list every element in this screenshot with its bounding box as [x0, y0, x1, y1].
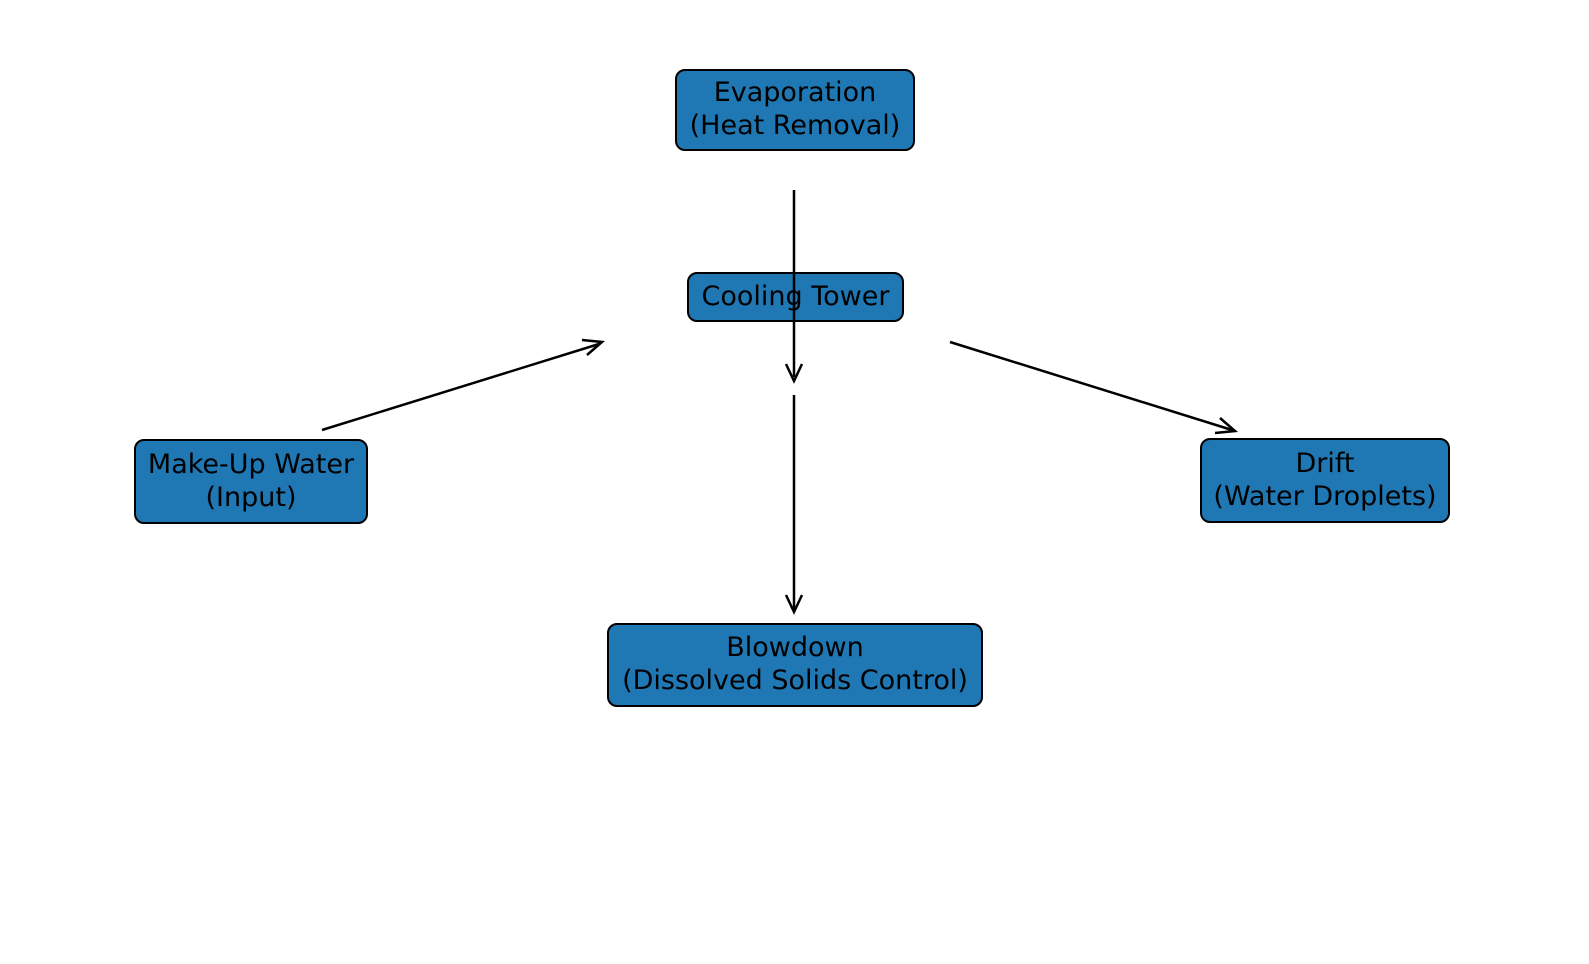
node-label: Blowdown — [726, 632, 864, 664]
node-sublabel: (Heat Removal) — [689, 110, 901, 141]
arrowhead-down-icon — [784, 363, 804, 384]
node-sublabel: (Input) — [205, 481, 297, 513]
node-sublabel: (Water Droplets) — [1213, 480, 1437, 512]
node-cooling-tower: Cooling Tower — [687, 272, 904, 322]
node-drift: Drift (Water Droplets) — [1200, 438, 1450, 523]
node-sublabel: (Dissolved Solids Control) — [622, 665, 968, 696]
edge-shaft — [321, 342, 600, 432]
node-blowdown: Blowdown (Dissolved Solids Control) — [607, 623, 983, 707]
edge-makeup-water-to-cooling-tower — [321, 338, 606, 432]
edge-shaft — [949, 340, 1233, 432]
node-label: Make-Up Water — [147, 448, 355, 480]
arrowhead-up-right-icon — [581, 338, 606, 356]
edge-cooling-tower-to-drift — [949, 340, 1239, 435]
node-evaporation: Evaporation (Heat Removal) — [675, 69, 915, 151]
node-label: Evaporation — [713, 77, 877, 109]
node-label: Cooling Tower — [701, 280, 890, 312]
edge-cooling-tower-to-blowdown — [784, 395, 804, 615]
arrowhead-down-icon — [784, 594, 804, 615]
arrowhead-down-right-icon — [1214, 417, 1239, 435]
node-label: Drift — [1295, 447, 1355, 479]
node-makeup-water: Make-Up Water (Input) — [134, 439, 368, 524]
